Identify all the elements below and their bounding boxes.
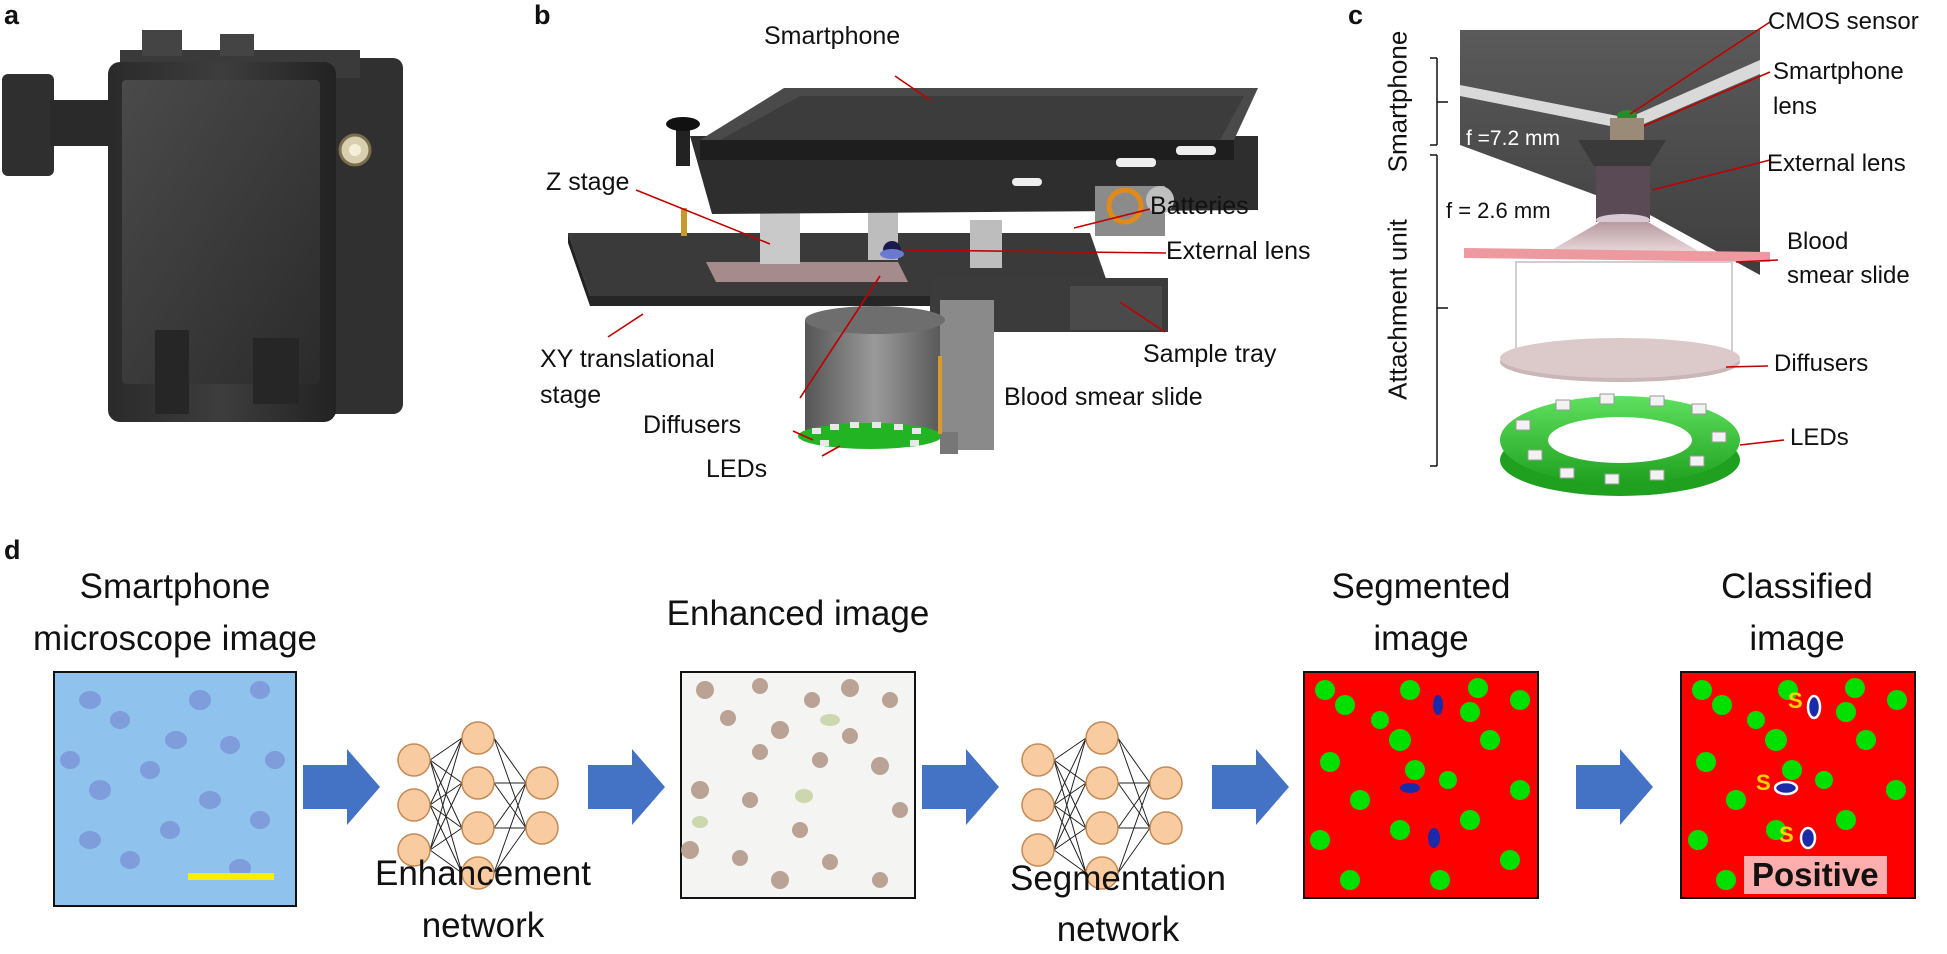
label-diffusers-b: Diffusers	[643, 411, 742, 439]
label-enhancement-network-2: network	[421, 906, 545, 945]
label-segmentation-network-1: Segmentation	[1010, 859, 1226, 898]
flow-arrows	[303, 749, 1653, 825]
title-classified-1: Classified	[1721, 567, 1873, 606]
network-connection	[429, 827, 463, 851]
network-neuron	[461, 721, 495, 755]
network-neuron	[461, 856, 495, 890]
enhanced-image	[680, 671, 916, 899]
network-connection	[1053, 737, 1087, 806]
label-z-stage: Z stage	[546, 168, 630, 196]
title-segmented-1: Segmented	[1331, 567, 1511, 606]
label-f-phone: f =7.2 mm	[1466, 127, 1560, 150]
network-neuron	[1085, 811, 1119, 845]
network-connection	[1053, 849, 1087, 874]
network-neuron	[1149, 811, 1183, 845]
panel-d-pipeline	[53, 671, 1916, 907]
network-neuron	[1021, 833, 1055, 867]
label-leds-b: LEDs	[706, 455, 768, 483]
label-segmentation-network-2: network	[1056, 910, 1180, 949]
panel-letter-a: a	[4, 0, 20, 30]
network-connection	[1117, 827, 1151, 874]
network-connection	[1117, 782, 1151, 829]
label-blood-smear-c-2: smear slide	[1787, 262, 1910, 289]
network-neuron	[461, 811, 495, 845]
panel-a-photo	[2, 30, 403, 422]
network-neuron	[1021, 788, 1055, 822]
network-connection	[493, 782, 527, 874]
network-neuron	[1085, 766, 1119, 800]
network-neuron	[1149, 766, 1183, 800]
panel-letter-b: b	[534, 0, 551, 30]
network-connection	[429, 849, 463, 874]
network-connection	[429, 737, 463, 851]
label-blood-smear-slide-b: Blood smear slide	[1004, 383, 1203, 411]
enhancement-network-diagram	[397, 721, 559, 890]
parasite-tag-2: S	[1756, 770, 1771, 795]
network-neuron	[525, 766, 559, 800]
network-connection	[429, 737, 463, 806]
label-smartphone-lens-2: lens	[1773, 93, 1818, 120]
label-xy-stage-1: XY translational	[540, 345, 715, 373]
label-smartphone-lens-1: Smartphone	[1773, 58, 1904, 85]
panel-letter-d: d	[4, 535, 21, 565]
label-external-lens-b: External lens	[1166, 237, 1311, 265]
network-connection	[1053, 782, 1087, 851]
network-connection	[429, 782, 463, 851]
panel-b-render	[568, 75, 1258, 457]
label-f-external: f = 2.6 mm	[1446, 198, 1551, 223]
network-neuron	[397, 743, 431, 777]
network-neuron	[397, 788, 431, 822]
network-neuron	[1021, 743, 1055, 777]
panel-c-schematic	[1430, 21, 1785, 496]
label-cmos-sensor: CMOS sensor	[1768, 8, 1919, 35]
segmentation-network-diagram	[1021, 721, 1183, 890]
network-connection	[1053, 827, 1087, 851]
title-segmented-2: image	[1373, 619, 1469, 658]
panel-letter-c: c	[1348, 0, 1364, 30]
network-connection	[1053, 737, 1087, 761]
bracket-label-attachment-unit: Attachment unit	[1382, 219, 1413, 400]
title-input-2: microscope image	[33, 619, 317, 658]
label-leds-c: LEDs	[1790, 424, 1849, 451]
network-connection	[1053, 737, 1087, 851]
parasite-tag-3: S	[1779, 822, 1794, 847]
title-classified-2: image	[1749, 619, 1845, 658]
label-smartphone: Smartphone	[764, 22, 901, 50]
label-diffusers-c: Diffusers	[1774, 350, 1869, 377]
parasite-tag-1: S	[1788, 688, 1803, 713]
network-connection	[1117, 782, 1151, 874]
network-neuron	[461, 766, 495, 800]
title-enhanced: Enhanced image	[666, 594, 930, 633]
network-connection	[493, 782, 527, 829]
label-batteries: Batteries	[1150, 192, 1249, 220]
network-neuron	[1085, 721, 1119, 755]
label-external-lens-c: External lens	[1767, 150, 1906, 177]
label-enhancement-network-1: Enhancement	[375, 854, 591, 893]
network-neuron	[525, 811, 559, 845]
network-connection	[493, 737, 527, 784]
scale-bar	[188, 873, 274, 880]
bracket-label-smartphone: Smartphone	[1382, 30, 1413, 173]
network-neuron	[1085, 856, 1119, 890]
label-xy-stage-2: stage	[540, 381, 602, 409]
network-connection	[493, 827, 527, 874]
network-connection	[1117, 737, 1151, 784]
label-blood-smear-c-1: Blood	[1787, 228, 1849, 255]
title-input-1: Smartphone	[79, 567, 271, 606]
network-neuron	[397, 833, 431, 867]
network-connection	[429, 737, 463, 761]
classification-result: Positive	[1744, 856, 1887, 894]
label-sample-tray: Sample tray	[1143, 340, 1277, 368]
